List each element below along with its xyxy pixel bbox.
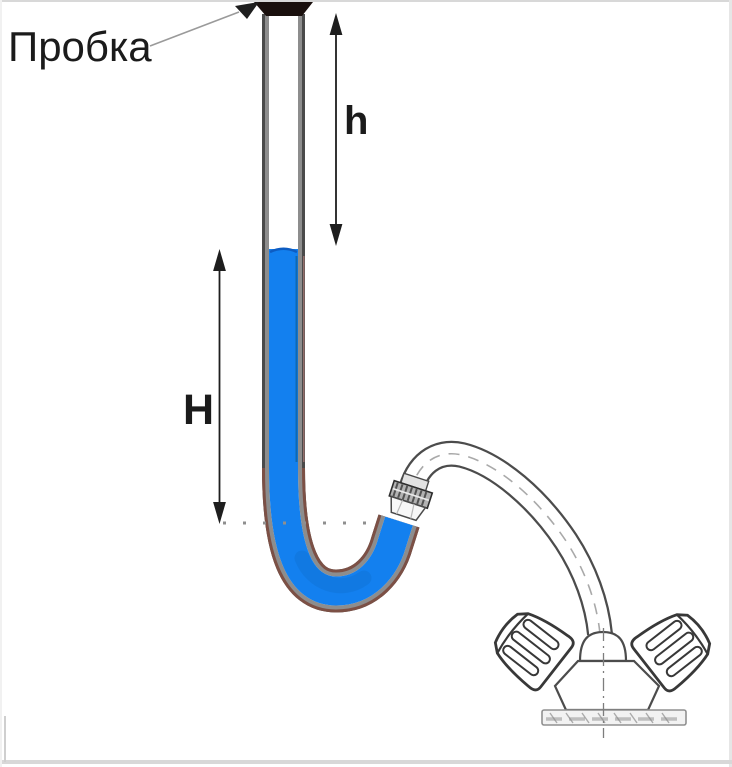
water-column xyxy=(269,249,413,606)
arrowhead-up-icon xyxy=(329,13,343,35)
plug-label: Пробка xyxy=(8,23,152,70)
glass-tube-group xyxy=(262,14,420,613)
faucet-body xyxy=(553,659,661,712)
faucet-spout-centerline xyxy=(409,453,601,635)
dimension-label-h: h xyxy=(344,99,368,143)
faucet-spout xyxy=(397,440,613,636)
coupling-highlight xyxy=(392,487,430,502)
faucet-spout-fill xyxy=(399,443,611,636)
plug xyxy=(254,2,313,16)
tube-wall xyxy=(265,14,417,610)
hose-coupling-nut xyxy=(388,472,434,522)
frame-border-top xyxy=(0,0,732,2)
plug-leader xyxy=(149,2,259,47)
frame-tick-bottom-left xyxy=(4,716,6,762)
plug-leader-line xyxy=(149,11,240,47)
frame-border-left xyxy=(0,0,2,767)
water-surface-meniscus xyxy=(269,247,298,254)
dimension-arrow-H xyxy=(213,249,226,524)
water-bend-shading xyxy=(294,550,372,594)
coupling-facet-left xyxy=(395,499,404,515)
faucet-body-group xyxy=(483,600,722,738)
plug-leader-arrowhead xyxy=(235,2,259,19)
arrowhead-down-icon xyxy=(213,502,226,524)
coupling-facet-right xyxy=(410,503,415,519)
arrowhead-down-icon xyxy=(329,224,343,246)
dimension-label-H: H xyxy=(183,386,214,434)
faucet-base-plate xyxy=(541,709,687,726)
dimension-arrow-h xyxy=(329,13,343,246)
frame-border-bottom xyxy=(0,760,732,764)
frame-border-right xyxy=(729,0,732,767)
arrowhead-up-icon xyxy=(213,249,226,271)
